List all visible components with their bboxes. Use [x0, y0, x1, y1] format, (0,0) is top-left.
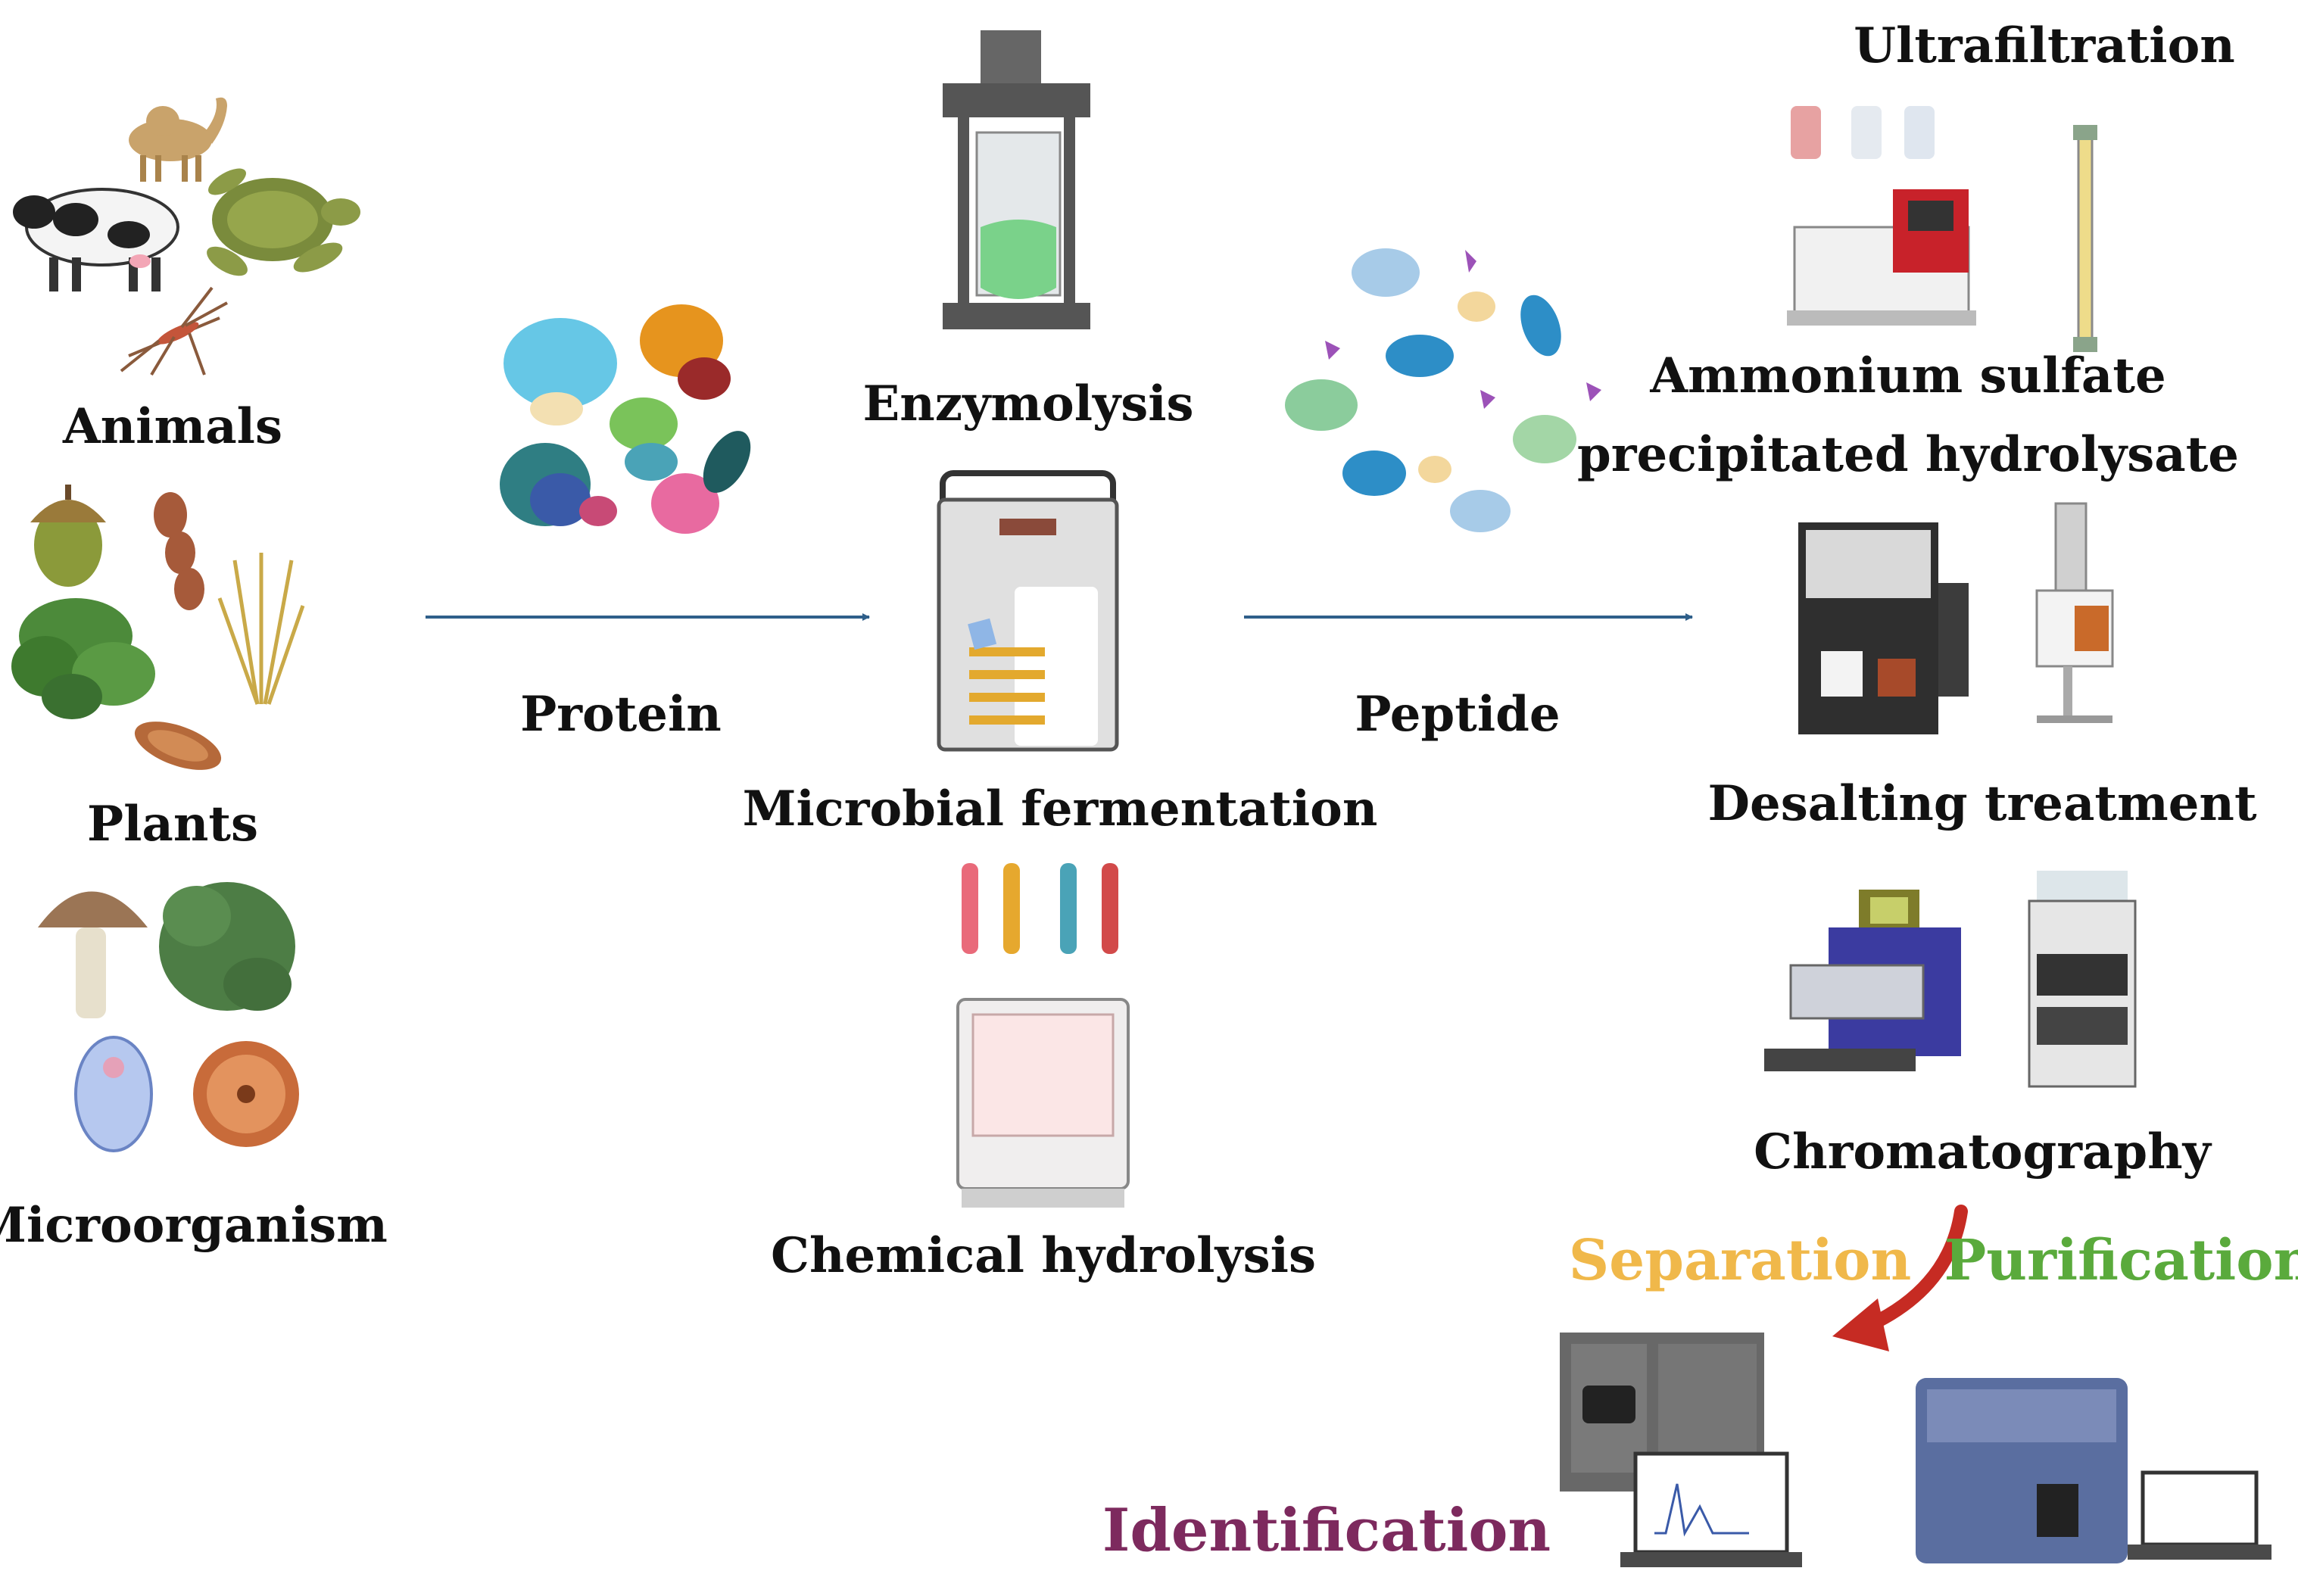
ultrafiltration-apparatus-icon — [1787, 106, 1976, 326]
protein-cluster-icon — [500, 304, 751, 534]
chromatography-label: Chromatography — [1754, 1124, 2212, 1180]
microbe-icon — [193, 1041, 299, 1147]
fermenter-icon — [937, 470, 1119, 752]
enzymolysis-label: Enzymolysis — [862, 376, 1193, 432]
mosquito-icon — [120, 286, 228, 376]
moss-icon — [159, 882, 295, 1011]
separation-label: Separation — [1569, 1228, 1912, 1293]
cell-icon — [74, 1036, 153, 1152]
plants-label: Plants — [87, 796, 258, 853]
cow-icon — [13, 188, 179, 291]
desalting-stand-icon — [2035, 502, 2114, 723]
peptide-cluster-icon — [1285, 248, 1601, 532]
protein-label: Protein — [520, 686, 722, 743]
identification-label: Identification — [1102, 1496, 1551, 1565]
purification-label: Purification — [1944, 1228, 2298, 1293]
animals-label: Animals — [62, 398, 282, 455]
laptop-spectrum-icon — [1620, 1451, 1802, 1567]
desalting-treatment-label: Desalting treatment — [1707, 775, 2256, 832]
precipitated-hydrolysate-label: precipitated hydrolysate — [1577, 426, 2239, 483]
wheat-icon — [217, 553, 305, 705]
ammonium-sulfate-label: Ammonium sulfate — [1649, 348, 2165, 404]
laptop-icon — [2128, 1470, 2271, 1560]
filter-column-icon — [2073, 125, 2097, 352]
leafy-plant-icon — [11, 598, 155, 719]
turtle-icon — [207, 168, 360, 276]
analyzer-icon — [1916, 1378, 2128, 1563]
enzyme-reactor-icon — [943, 30, 1090, 329]
chemical-hydrolysis-label: Chemical hydrolysis — [771, 1227, 1316, 1284]
microorganism-label: Microorganism — [0, 1197, 388, 1254]
hplc-stack-icon — [2028, 871, 2137, 1088]
tamarind-icon — [154, 492, 204, 610]
microbial-fermentation-label: Microbial fermentation — [743, 781, 1378, 837]
acorn-icon — [30, 485, 106, 587]
mushroom-icon — [38, 891, 148, 1018]
chemical-hydrolysis-device-icon — [956, 863, 1130, 1208]
chromatography-sampler-icon — [1764, 890, 1961, 1071]
curved-arrow-icon — [1832, 1205, 1968, 1351]
peptide-label: Peptide — [1355, 686, 1560, 743]
camel-icon — [129, 97, 227, 182]
peanut-icon — [134, 722, 222, 770]
ultrafiltration-label: Ultrafiltration — [1854, 17, 2235, 74]
desalting-cabinet-icon — [1798, 522, 1969, 734]
